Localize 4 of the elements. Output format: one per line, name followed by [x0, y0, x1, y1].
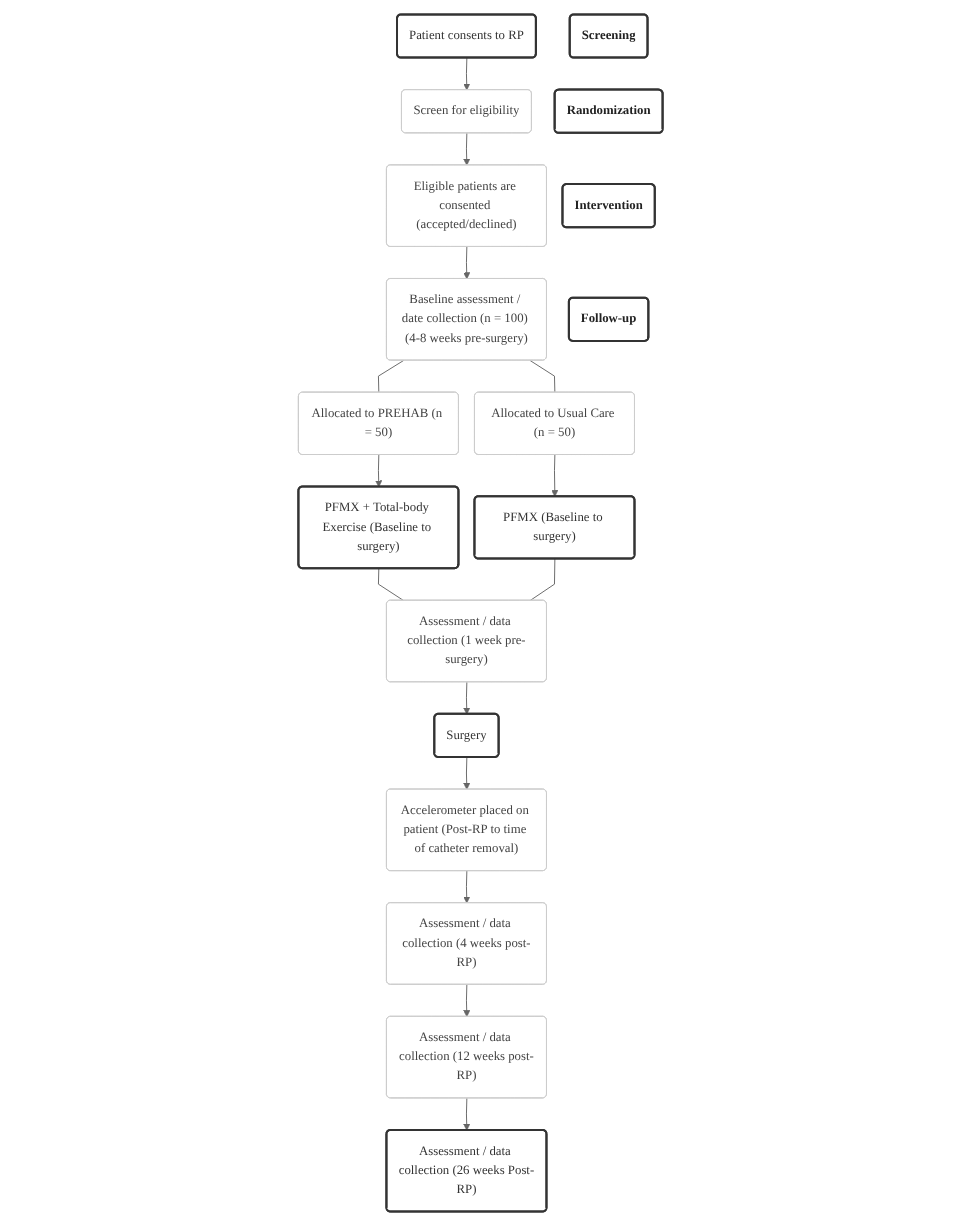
- connector: [529, 360, 555, 394]
- connector: [377, 360, 404, 394]
- connector: [529, 558, 555, 602]
- connector: [377, 568, 404, 602]
